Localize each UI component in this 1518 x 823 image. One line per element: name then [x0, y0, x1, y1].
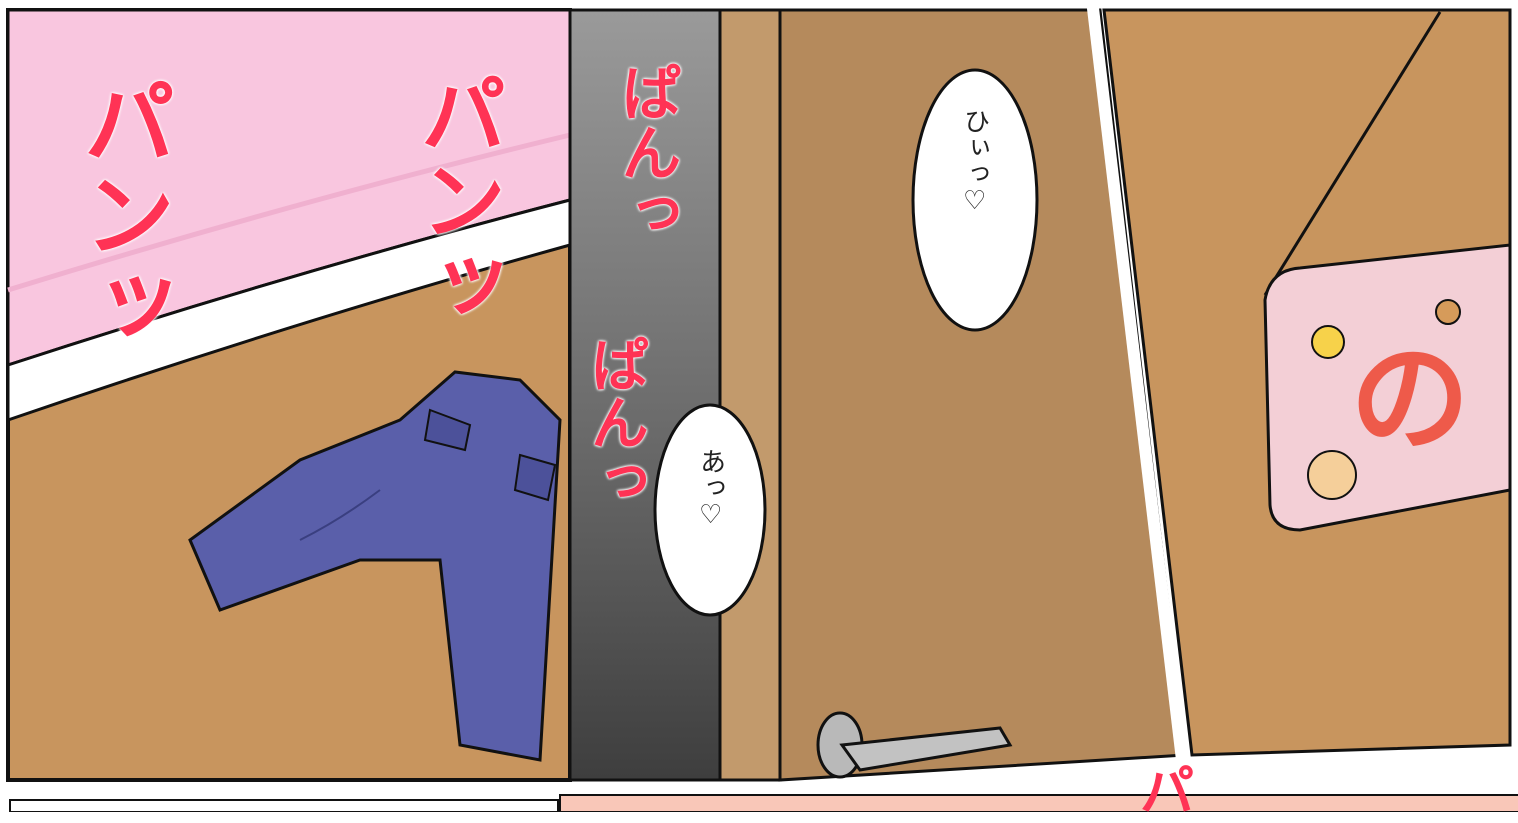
speech-bubble-hii: [911, 68, 1039, 332]
jeans: [188, 370, 562, 762]
flower-sticker: [1311, 325, 1345, 359]
jeans-pocket-2: [513, 453, 557, 502]
sfx-pa-bottom: パ: [1140, 760, 1194, 823]
bed-shadow: [7, 132, 571, 293]
door-edge: [718, 8, 782, 782]
sign-character: の: [1350, 330, 1470, 469]
speech-bubble-a: [653, 403, 767, 617]
sign-string: [1263, 11, 1442, 296]
panel-divider: [1086, 0, 1188, 761]
bubble-text-a: あっ♡: [695, 448, 726, 530]
sfx-pan-left: パンッ: [68, 75, 175, 351]
sfx-pon-top: ぱんっ: [611, 62, 681, 242]
sfx-pon-bottom: ぱんっ: [581, 335, 649, 509]
door-handle: [839, 726, 1013, 772]
cat-face-sticker: [1307, 450, 1357, 500]
door-gap-shadow: [568, 8, 722, 782]
jeans-pocket: [423, 408, 472, 452]
paw-sticker: [1435, 299, 1461, 325]
sfx-pan-middle: パンッ: [405, 70, 505, 328]
next-panel-skin: [559, 794, 1518, 812]
next-panel-left: [9, 799, 559, 812]
bubble-text-hii: ひぃっ♡: [959, 108, 990, 216]
jeans-crease: [299, 489, 381, 541]
